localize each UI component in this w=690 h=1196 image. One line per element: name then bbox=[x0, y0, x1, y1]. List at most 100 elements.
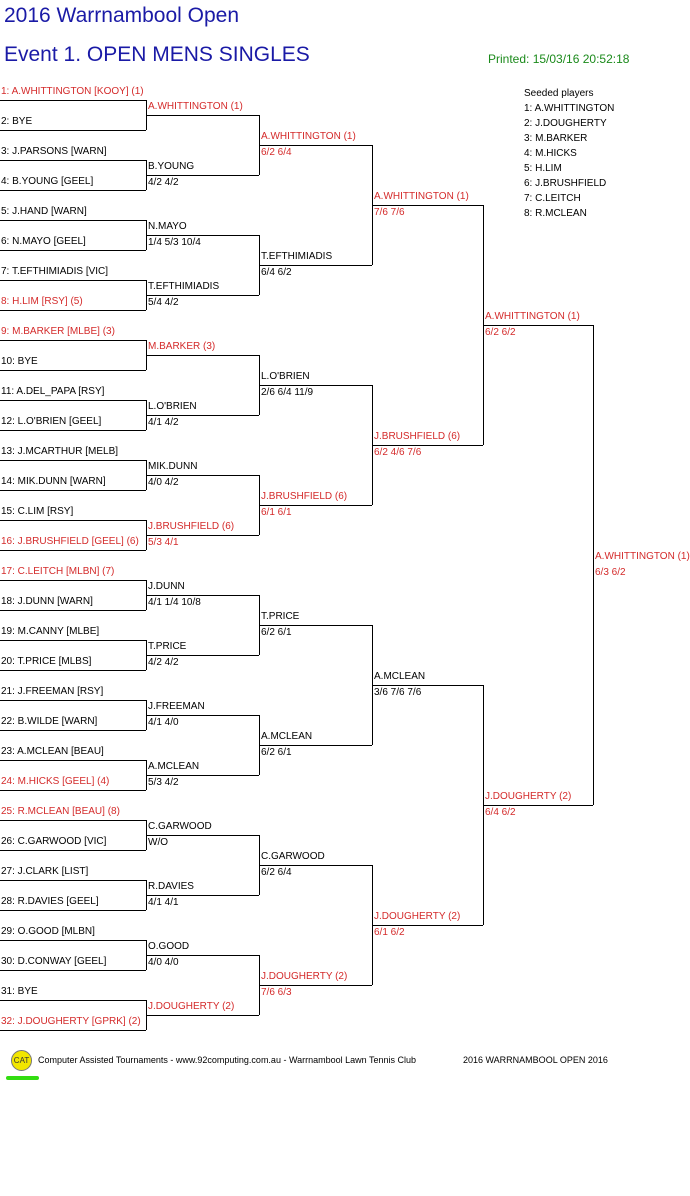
match-score: 4/1 4/1 bbox=[148, 897, 179, 908]
bracket-line bbox=[372, 925, 483, 926]
bracket-line bbox=[0, 700, 146, 701]
draw-entry: 18: J.DUNN [WARN] bbox=[1, 596, 93, 607]
bracket-line bbox=[146, 415, 259, 416]
match-score: 4/0 4/0 bbox=[148, 957, 179, 968]
match-score: 6/3 6/2 bbox=[595, 567, 626, 578]
match-winner: J.BRUSHFIELD (6) bbox=[374, 431, 461, 442]
bracket-line bbox=[259, 985, 372, 986]
footer-credit: Computer Assisted Tournaments - www.92co… bbox=[38, 1055, 417, 1065]
match-winner: J.DOUGHERTY (2) bbox=[485, 791, 572, 802]
draw-entry: 31: BYE bbox=[1, 986, 38, 997]
seed-entry: 3: M.BARKER bbox=[524, 133, 588, 144]
match-winner: C.GARWOOD bbox=[261, 851, 325, 862]
match-score: 6/1 6/2 bbox=[374, 927, 405, 938]
match-winner: L.O'BRIEN bbox=[261, 371, 310, 382]
draw-entry: 27: J.CLARK [LIST] bbox=[1, 866, 89, 877]
bracket-line bbox=[0, 580, 146, 581]
draw-entry: 1: A.WHITTINGTON [KOOY] (1) bbox=[1, 86, 144, 97]
match-score: 6/2 6/4 bbox=[261, 867, 292, 878]
bracket-line bbox=[146, 595, 259, 596]
bracket-line bbox=[0, 490, 146, 491]
draw-entry: 7: T.EFTHIMIADIS [VIC] bbox=[1, 266, 109, 277]
bracket-line bbox=[483, 325, 593, 326]
match-score: 6/2 6/1 bbox=[261, 627, 292, 638]
match-winner: A.WHITTINGTON (1) bbox=[485, 311, 580, 322]
bracket-line bbox=[0, 850, 146, 851]
bracket-line bbox=[0, 310, 146, 311]
cat-logo: CAT bbox=[11, 1050, 32, 1071]
bracket-line bbox=[146, 355, 259, 356]
match-winner: J.DUNN bbox=[148, 581, 185, 592]
bracket-line bbox=[146, 535, 259, 536]
seed-entry: 7: C.LEITCH bbox=[524, 193, 581, 204]
match-score: 6/4 6/2 bbox=[261, 267, 292, 278]
bracket-line bbox=[146, 475, 259, 476]
match-score: 6/2 4/6 7/6 bbox=[374, 447, 422, 458]
match-winner: N.MAYO bbox=[148, 221, 187, 232]
bracket-line bbox=[0, 730, 146, 731]
bracket-line bbox=[146, 775, 259, 776]
bracket-line bbox=[372, 205, 483, 206]
seed-entry: 6: J.BRUSHFIELD bbox=[524, 178, 607, 189]
bracket-line bbox=[0, 460, 146, 461]
match-winner: T.PRICE bbox=[148, 641, 187, 652]
bracket-line bbox=[0, 640, 146, 641]
match-winner: B.YOUNG bbox=[148, 161, 195, 172]
bracket-line bbox=[259, 385, 372, 386]
bracket-line bbox=[0, 1030, 146, 1031]
seed-entry: 4: M.HICKS bbox=[524, 148, 577, 159]
draw-entry: 8: H.LIM [RSY] (5) bbox=[1, 296, 83, 307]
match-score: 5/3 4/2 bbox=[148, 777, 179, 788]
bracket-line bbox=[372, 445, 483, 446]
match-winner: J.DOUGHERTY (2) bbox=[374, 911, 461, 922]
match-score: 7/6 6/3 bbox=[261, 987, 292, 998]
match-winner: A.WHITTINGTON (1) bbox=[261, 131, 356, 142]
footer-event: 2016 WARRNAMBOOL OPEN 2016 bbox=[463, 1055, 608, 1065]
draw-entry: 4: B.YOUNG [GEEL] bbox=[1, 176, 94, 187]
match-winner: T.EFTHIMIADIS bbox=[261, 251, 333, 262]
bracket-line bbox=[0, 550, 146, 551]
bracket-line bbox=[483, 805, 593, 806]
match-winner: T.EFTHIMIADIS bbox=[148, 281, 220, 292]
bracket-line bbox=[0, 970, 146, 971]
match-winner: A.MCLEAN bbox=[261, 731, 313, 742]
match-winner: A.MCLEAN bbox=[148, 761, 200, 772]
bracket-line bbox=[146, 835, 259, 836]
bracket-line bbox=[146, 175, 259, 176]
match-score: 6/2 6/4 bbox=[261, 147, 292, 158]
bracket-line bbox=[146, 715, 259, 716]
draw-entry: 3: J.PARSONS [WARN] bbox=[1, 146, 107, 157]
bracket-line bbox=[0, 340, 146, 341]
draw-entry: 25: R.MCLEAN [BEAU] (8) bbox=[1, 806, 120, 817]
match-score: 2/6 6/4 11/9 bbox=[261, 387, 314, 398]
bracket-line bbox=[0, 250, 146, 251]
draw-entry: 22: B.WILDE [WARN] bbox=[1, 716, 98, 727]
draw-entry: 30: D.CONWAY [GEEL] bbox=[1, 956, 107, 967]
match-score: 5/3 4/1 bbox=[148, 537, 179, 548]
match-winner: MIK.DUNN bbox=[148, 461, 198, 472]
bracket-line bbox=[0, 430, 146, 431]
bracket-line bbox=[0, 130, 146, 131]
draw-entry: 16: J.BRUSHFIELD [GEEL] (6) bbox=[1, 536, 139, 547]
bracket-line bbox=[372, 685, 483, 686]
bracket-line bbox=[0, 280, 146, 281]
bracket-line bbox=[146, 895, 259, 896]
draw-entry: 20: T.PRICE [MLBS] bbox=[1, 656, 92, 667]
match-score: 6/1 6/1 bbox=[261, 507, 292, 518]
draw-entry: 9: M.BARKER [MLBE] (3) bbox=[1, 326, 115, 337]
match-score: 6/2 6/1 bbox=[261, 747, 292, 758]
bracket-line bbox=[0, 400, 146, 401]
bracket-line bbox=[0, 220, 146, 221]
bracket-line bbox=[0, 790, 146, 791]
draw-entry: 26: C.GARWOOD [VIC] bbox=[1, 836, 107, 847]
draw-entry: 19: M.CANNY [MLBE] bbox=[1, 626, 100, 637]
draw-entry: 2: BYE bbox=[1, 116, 33, 127]
bracket-line bbox=[0, 160, 146, 161]
draw-entry: 11: A.DEL_PAPA [RSY] bbox=[1, 386, 105, 397]
bracket-line bbox=[0, 610, 146, 611]
match-winner: A.WHITTINGTON (1) bbox=[374, 191, 469, 202]
draw-entry: 13: J.MCARTHUR [MELB] bbox=[1, 446, 119, 457]
match-score: 4/1 1/4 10/8 bbox=[148, 597, 201, 608]
draw-entry: 28: R.DAVIES [GEEL] bbox=[1, 896, 99, 907]
match-winner: A.MCLEAN bbox=[374, 671, 426, 682]
